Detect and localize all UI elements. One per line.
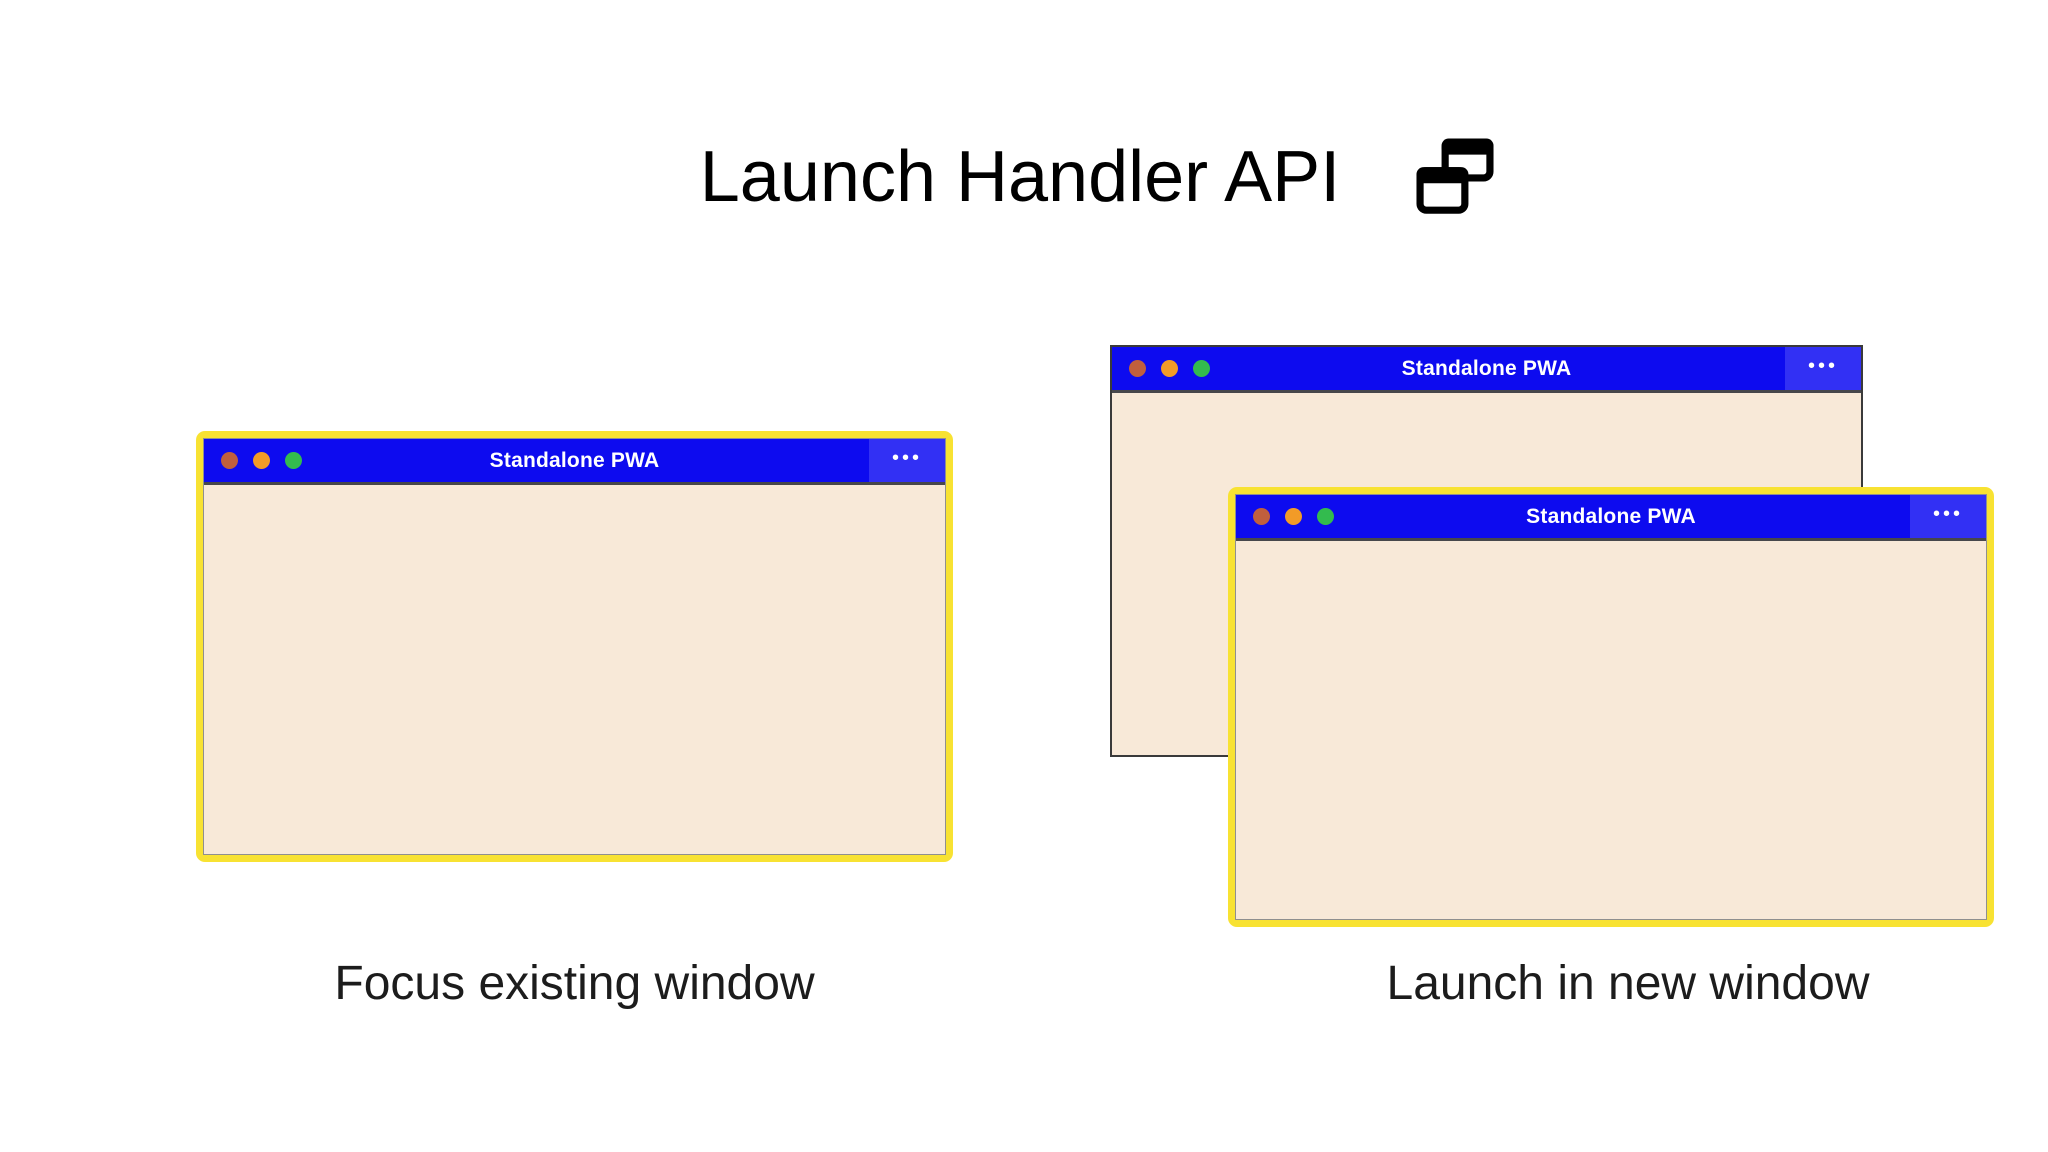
- traffic-lights: [1253, 495, 1334, 538]
- overlapping-windows-icon: [1416, 138, 1494, 214]
- window-content: [1236, 541, 1986, 919]
- window-menu-button[interactable]: •••: [1785, 347, 1861, 390]
- window-titlebar: Standalone PWA •••: [204, 439, 945, 485]
- page-header: Launch Handler API: [75, 134, 2048, 220]
- ellipsis-icon: •••: [891, 446, 922, 469]
- pwa-window-existing: Standalone PWA •••: [203, 438, 946, 855]
- close-button-icon[interactable]: [221, 452, 238, 469]
- ellipsis-icon: •••: [1807, 354, 1838, 377]
- window-content: [204, 485, 945, 854]
- maximize-button-icon[interactable]: [285, 452, 302, 469]
- traffic-lights: [221, 439, 302, 482]
- pwa-window-new: Standalone PWA •••: [1235, 494, 1987, 920]
- close-button-icon[interactable]: [1129, 360, 1146, 377]
- window-title: Standalone PWA: [1401, 356, 1572, 380]
- caption-focus-existing: Focus existing window: [334, 957, 815, 1010]
- page-title: Launch Handler API: [699, 136, 1341, 217]
- ellipsis-icon: •••: [1932, 502, 1963, 525]
- window-titlebar: Standalone PWA •••: [1112, 347, 1861, 393]
- minimize-button-icon[interactable]: [1285, 508, 1302, 525]
- minimize-button-icon[interactable]: [1161, 360, 1178, 377]
- minimize-button-icon[interactable]: [253, 452, 270, 469]
- traffic-lights: [1129, 347, 1210, 390]
- window-menu-button[interactable]: •••: [1910, 495, 1986, 538]
- window-titlebar: Standalone PWA •••: [1236, 495, 1986, 541]
- caption-launch-new: Launch in new window: [1386, 957, 1870, 1010]
- close-button-icon[interactable]: [1253, 508, 1270, 525]
- maximize-button-icon[interactable]: [1193, 360, 1210, 377]
- window-title: Standalone PWA: [489, 448, 660, 472]
- window-menu-button[interactable]: •••: [869, 439, 945, 482]
- focused-window-highlight: Standalone PWA •••: [196, 431, 953, 862]
- focused-window-highlight: Standalone PWA •••: [1228, 487, 1994, 927]
- maximize-button-icon[interactable]: [1317, 508, 1334, 525]
- window-title: Standalone PWA: [1526, 504, 1696, 528]
